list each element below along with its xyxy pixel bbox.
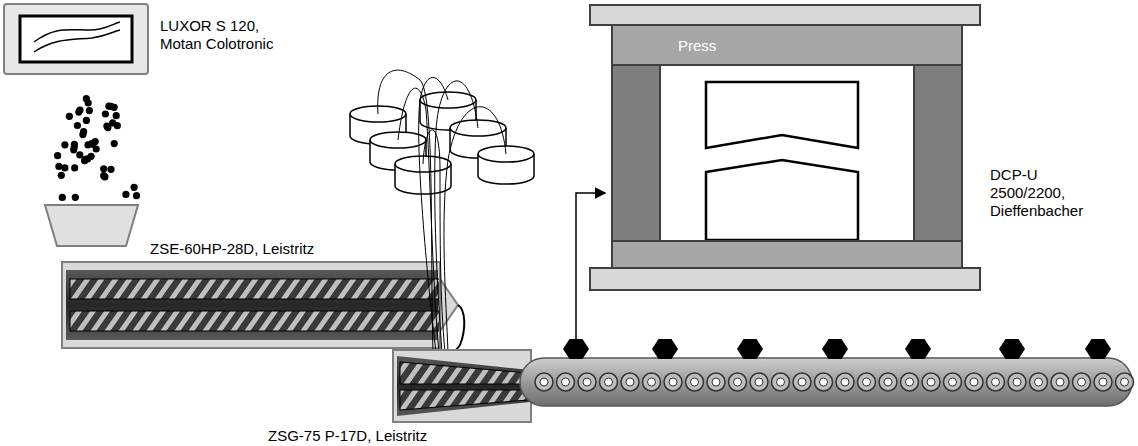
press (590, 5, 980, 290)
monitor-screen (20, 16, 132, 62)
conveyor-rollers (535, 373, 1134, 391)
press-label-box: Press (612, 25, 962, 65)
pellets (54, 95, 140, 201)
equipment-label: ZSE-60HP-28D, Leistritz (150, 240, 390, 258)
extruder-barrel (62, 262, 440, 348)
extruder-barrel (393, 350, 531, 422)
transfer-arrow (576, 193, 605, 340)
equipment-label: LUXOR S 120, Motan Colotronic (160, 17, 290, 53)
conveyor-belt (520, 358, 1132, 406)
node-text: Press (678, 37, 716, 54)
equipment-label: DCP-U 2500/2200, Dieffenbacher (990, 166, 1108, 220)
fiber-strands (378, 70, 506, 352)
charges (563, 339, 1111, 359)
monitor (4, 4, 148, 74)
hopper (45, 205, 138, 246)
equipment-label: ZSG-75 P-17D, Leistritz (268, 427, 508, 445)
